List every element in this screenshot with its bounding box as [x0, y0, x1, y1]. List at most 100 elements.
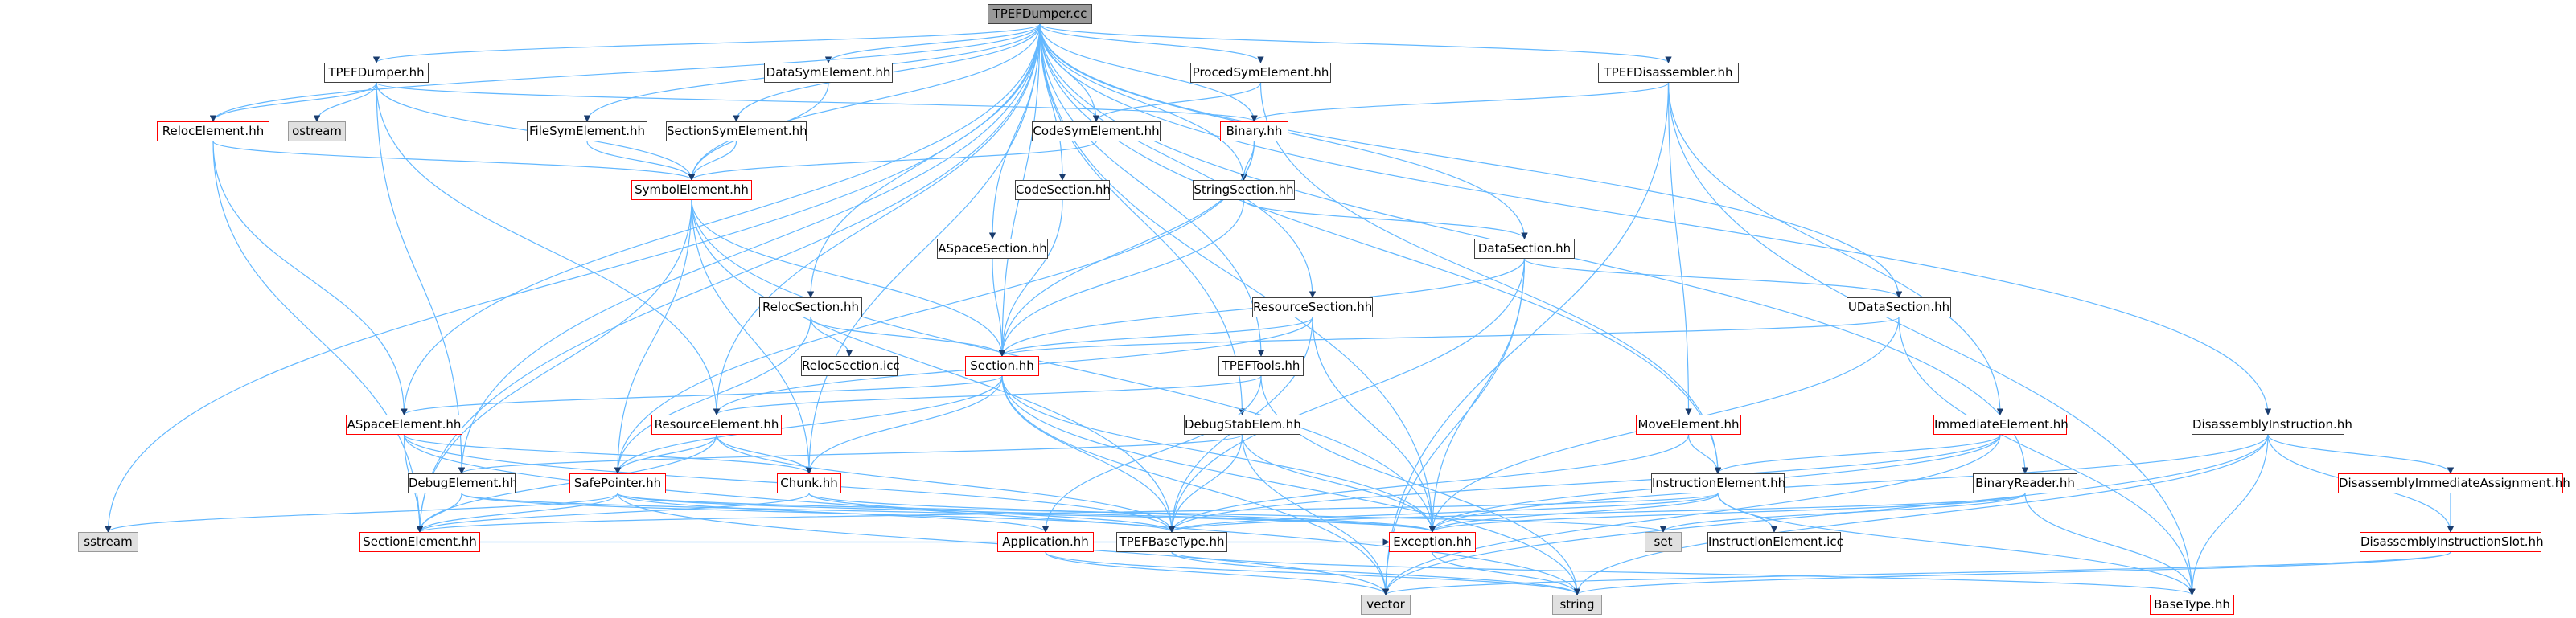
node-instructionelement-icc[interactable]: InstructionElement.icc [1707, 532, 1843, 552]
node-moveelement-hh[interactable]: MoveElement.hh [1636, 415, 1741, 435]
node-instructionelement-hh[interactable]: InstructionElement.hh [1651, 473, 1785, 493]
edge-DataSection_hh-to-Exception_hh [1428, 258, 1526, 533]
edge-TPEFTools_hh-to-string [1260, 375, 1581, 595]
edge-ImmediateElement_hh-to-TPEFBaseType_hh [1168, 434, 2001, 533]
node-sectionsymelement-hh[interactable]: SectionSymElement.hh [666, 121, 807, 141]
edge-DisassemblyInstructionSlot_hh-to-string [1574, 551, 2451, 595]
node-binary-hh[interactable]: Binary.hh [1220, 121, 1288, 141]
edge-Section_hh-to-ASpaceElement_hh [401, 375, 1003, 415]
node-debugstabelem-hh[interactable]: DebugStabElem.hh [1184, 415, 1301, 435]
edge-root-to-DataSymElement_hh [824, 23, 1041, 63]
edge-root-to-ResourceSection_hh [1039, 23, 1317, 298]
node-tpefbasetype-hh[interactable]: TPEFBaseType.hh [1116, 532, 1227, 552]
node-symbolelement-hh[interactable]: SymbolElement.hh [631, 180, 752, 200]
node-codesymelement-hh[interactable]: CodeSymElement.hh [1032, 121, 1161, 141]
node-disassemblyinstructionslot-hh[interactable]: DisassemblyInstructionSlot.hh [2360, 532, 2544, 552]
edge-root-to-TPEFDisassembler_hh [1039, 23, 1672, 63]
node-stringsection-hh[interactable]: StringSection.hh [1193, 180, 1295, 200]
edge-TPEFDisassembler_hh-to-Binary_hh [1251, 82, 1670, 122]
edge-RelocSection_hh-to-Section_hh [810, 317, 1006, 357]
edge-InstructionElement_hh-to-Exception_hh [1428, 493, 1719, 533]
edge-SafePointer_hh-to-set [617, 493, 1666, 533]
edge-root-to-SymbolElement_hh [688, 23, 1041, 181]
node-disassemblyinstruction-hh[interactable]: DisassemblyInstruction.hh [2192, 415, 2352, 435]
edge-Section_hh-to-Exception_hh [1001, 375, 1436, 533]
edge-root-to-RelocElement_hh [209, 23, 1041, 122]
node-resourcesection-hh[interactable]: ResourceSection.hh [1252, 297, 1373, 317]
node-safepointer-hh[interactable]: SafePointer.hh [569, 473, 666, 493]
edge-Exception_hh-to-string [1432, 551, 1581, 595]
node-tpefdumper-hh[interactable]: TPEFDumper.hh [324, 63, 429, 83]
edge-Chunk_hh-to-Exception_hh [808, 493, 1436, 533]
edge-SafePointer_hh-to-Exception_hh [617, 493, 1436, 533]
edge-UDataSection_hh-to-BaseType_hh [1898, 317, 2196, 595]
node-tpeftools-hh[interactable]: TPEFTools.hh [1218, 356, 1304, 376]
edge-StringSection_hh-to-Section_hh [998, 199, 1245, 357]
node-udatasection-hh[interactable]: UDataSection.hh [1847, 297, 1951, 317]
edge-DataSection_hh-to-UDataSection_hh [1523, 258, 1903, 298]
node-resourceelement-hh[interactable]: ResourceElement.hh [651, 415, 782, 435]
node-datasymelement-hh[interactable]: DataSymElement.hh [764, 63, 893, 83]
node-relocelement-hh[interactable]: RelocElement.hh [157, 121, 269, 141]
edge-BinaryReader_hh-to-BaseType_hh [2024, 493, 2196, 595]
edge-ResourceSection_hh-to-Section_hh [998, 317, 1313, 357]
node-immediateelement-hh[interactable]: ImmediateElement.hh [1933, 415, 2069, 435]
node-chunk-hh[interactable]: Chunk.hh [777, 473, 841, 493]
node-codesection-hh[interactable]: CodeSection.hh [1015, 180, 1111, 200]
node-tpefdisassembler-hh[interactable]: TPEFDisassembler.hh [1598, 63, 1739, 83]
edge-RelocSection_hh-to-RelocSection_icc [810, 317, 853, 357]
node-datasection-hh[interactable]: DataSection.hh [1474, 239, 1575, 259]
edge-ResourceElement_hh-to-Chunk_hh [716, 434, 813, 474]
edge-root-to-DisassemblyInstruction_hh [1039, 23, 2272, 415]
edge-BinaryReader_hh-to-Exception_hh [1429, 493, 2026, 533]
edge-FileSymElement_hh-to-SymbolElement_hh [586, 141, 696, 181]
edge-UDataSection_hh-to-Section_hh [999, 317, 1900, 357]
edge-Application_hh-to-vector [1045, 551, 1390, 595]
node-sectionelement-hh[interactable]: SectionElement.hh [359, 532, 480, 552]
edge-ResourceSection_hh-to-Exception_hh [1312, 317, 1436, 533]
edge-root-to-Chunk_hh [805, 23, 1041, 474]
edge-ProcedSymElement_hh-to-CodeSymElement_hh [1092, 82, 1262, 122]
node-application-hh[interactable]: Application.hh [997, 532, 1094, 552]
edge-root-to-sstream [105, 23, 1041, 533]
edge-root-to-StringSection_hh [1039, 23, 1247, 181]
edge-TPEFDumper_hh-to-RelocElement_hh [209, 82, 377, 122]
node-debugelement-hh[interactable]: DebugElement.hh [408, 473, 517, 493]
edge-SafePointer_hh-to-SectionElement_hh [416, 493, 618, 533]
edge-TPEFBaseType_hh-to-BaseType_hh [1171, 551, 2196, 595]
node-set: set [1645, 532, 1682, 552]
edge-Section_hh-to-TPEFBaseType_hh [1001, 375, 1176, 533]
edge-TPEFBaseType_hh-to-string [1171, 551, 1581, 595]
edge-TPEFDumper_hh-to-ResourceElement_hh [376, 82, 721, 415]
edge-Section_hh-to-vector [1001, 375, 1390, 595]
node-aspacesection-hh[interactable]: ASpaceSection.hh [937, 239, 1048, 259]
edge-ResourceElement_hh-to-SafePointer_hh [614, 434, 717, 474]
node-aspaceelement-hh[interactable]: ASpaceElement.hh [346, 415, 462, 435]
edge-TPEFTools_hh-to-ResourceElement_hh [713, 375, 1262, 415]
edge-SymbolElement_hh-to-Exception_hh [691, 199, 1436, 533]
node-filesymelement-hh[interactable]: FileSymElement.hh [527, 121, 647, 141]
edge-TPEFDumper_hh-to-Binary_hh [376, 82, 1258, 122]
edge-DebugStabElem_hh-to-Exception_hh [1241, 434, 1436, 533]
edge-root-to-UDataSection_hh [1039, 23, 1903, 298]
node-relocsection-icc[interactable]: RelocSection.icc [801, 356, 900, 376]
edge-SafePointer_hh-to-Application_hh [617, 493, 1050, 533]
edge-TPEFDumper_hh-to-DebugElement_hh [376, 82, 466, 474]
edge-root-to-InstructionElement_hh [1039, 23, 1722, 474]
node-basetype-hh[interactable]: BaseType.hh [2150, 595, 2234, 615]
node-procedsymelement-hh[interactable]: ProcedSymElement.hh [1190, 63, 1331, 83]
node-relocsection-hh[interactable]: RelocSection.hh [759, 297, 862, 317]
edge-ResourceElement_hh-to-SectionElement_hh [416, 434, 717, 533]
node-binaryreader-hh[interactable]: BinaryReader.hh [1973, 473, 2077, 493]
node-section-hh[interactable]: Section.hh [965, 356, 1039, 376]
node-disassemblyimmediateassignment-hh[interactable]: DisassemblyImmediateAssignment.hh [2338, 473, 2570, 493]
edge-root-to-Binary_hh [1039, 23, 1258, 122]
node-exception-hh[interactable]: Exception.hh [1389, 532, 1476, 552]
edge-Binary_hh-to-SafePointer_hh [614, 141, 1255, 474]
edge-InstructionElement_hh-to-TPEFBaseType_hh [1169, 493, 1719, 533]
edge-DebugElement_hh-to-Exception_hh [461, 493, 1436, 533]
edge-ASpaceElement_hh-to-string [403, 434, 1581, 595]
edge-Chunk_hh-to-TPEFBaseType_hh [808, 493, 1176, 533]
